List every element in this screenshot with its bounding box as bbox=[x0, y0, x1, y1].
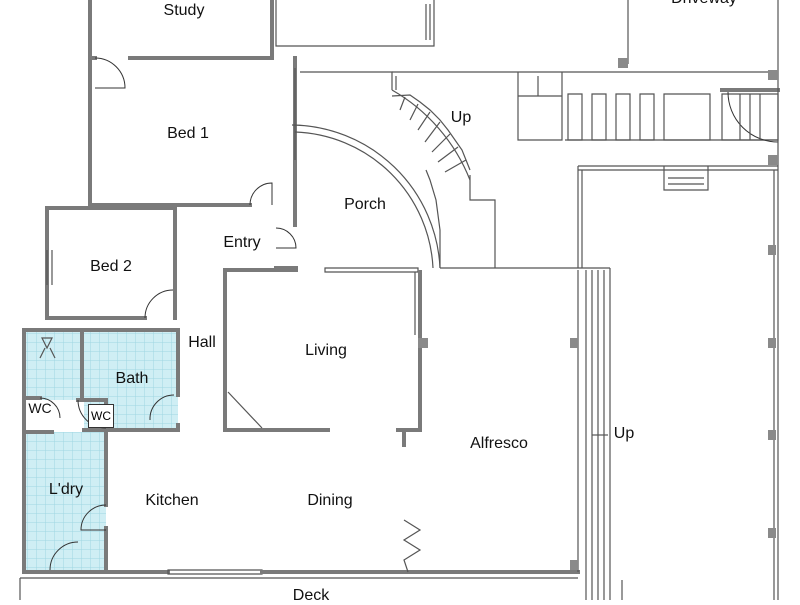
kitchen-label: Kitchen bbox=[145, 492, 199, 509]
bed1-walls bbox=[88, 56, 297, 207]
driveway-label: Driveway bbox=[671, 0, 737, 8]
hall-label: Hall bbox=[188, 334, 216, 351]
dining-label: Dining bbox=[307, 492, 353, 509]
deck-label: Deck bbox=[292, 587, 330, 604]
bed1-label: Bed 1 bbox=[167, 125, 209, 142]
deck-outline bbox=[19, 577, 578, 600]
wc-left-label: WC bbox=[28, 400, 52, 416]
garage-walls bbox=[275, 0, 779, 70]
alfresco-label: Alfresco bbox=[470, 435, 528, 452]
bath-label: Bath bbox=[115, 370, 149, 387]
bathroom-tiles bbox=[24, 332, 82, 400]
wc-bath-label: WC bbox=[88, 404, 114, 428]
living-walls bbox=[223, 268, 422, 447]
entry-label: Entry bbox=[223, 234, 261, 251]
bed2-label: Bed 2 bbox=[90, 258, 132, 275]
porch-stairs-up-label: Up bbox=[450, 109, 472, 126]
driveway-area bbox=[392, 70, 780, 600]
structural-posts bbox=[418, 58, 778, 570]
laundry-tiles bbox=[24, 432, 106, 572]
bed2-walls bbox=[45, 206, 177, 320]
living-label: Living bbox=[305, 342, 347, 359]
porch-walls bbox=[274, 71, 610, 273]
kitchen-dining-walls bbox=[22, 519, 580, 575]
alfresco-walls bbox=[577, 268, 623, 600]
wet-area-walls bbox=[22, 328, 180, 574]
side-stairs-up-label: Up bbox=[613, 425, 635, 442]
laundry-label: L'dry bbox=[48, 481, 84, 498]
porch-label: Porch bbox=[344, 196, 386, 213]
study-label: Study bbox=[163, 2, 205, 19]
